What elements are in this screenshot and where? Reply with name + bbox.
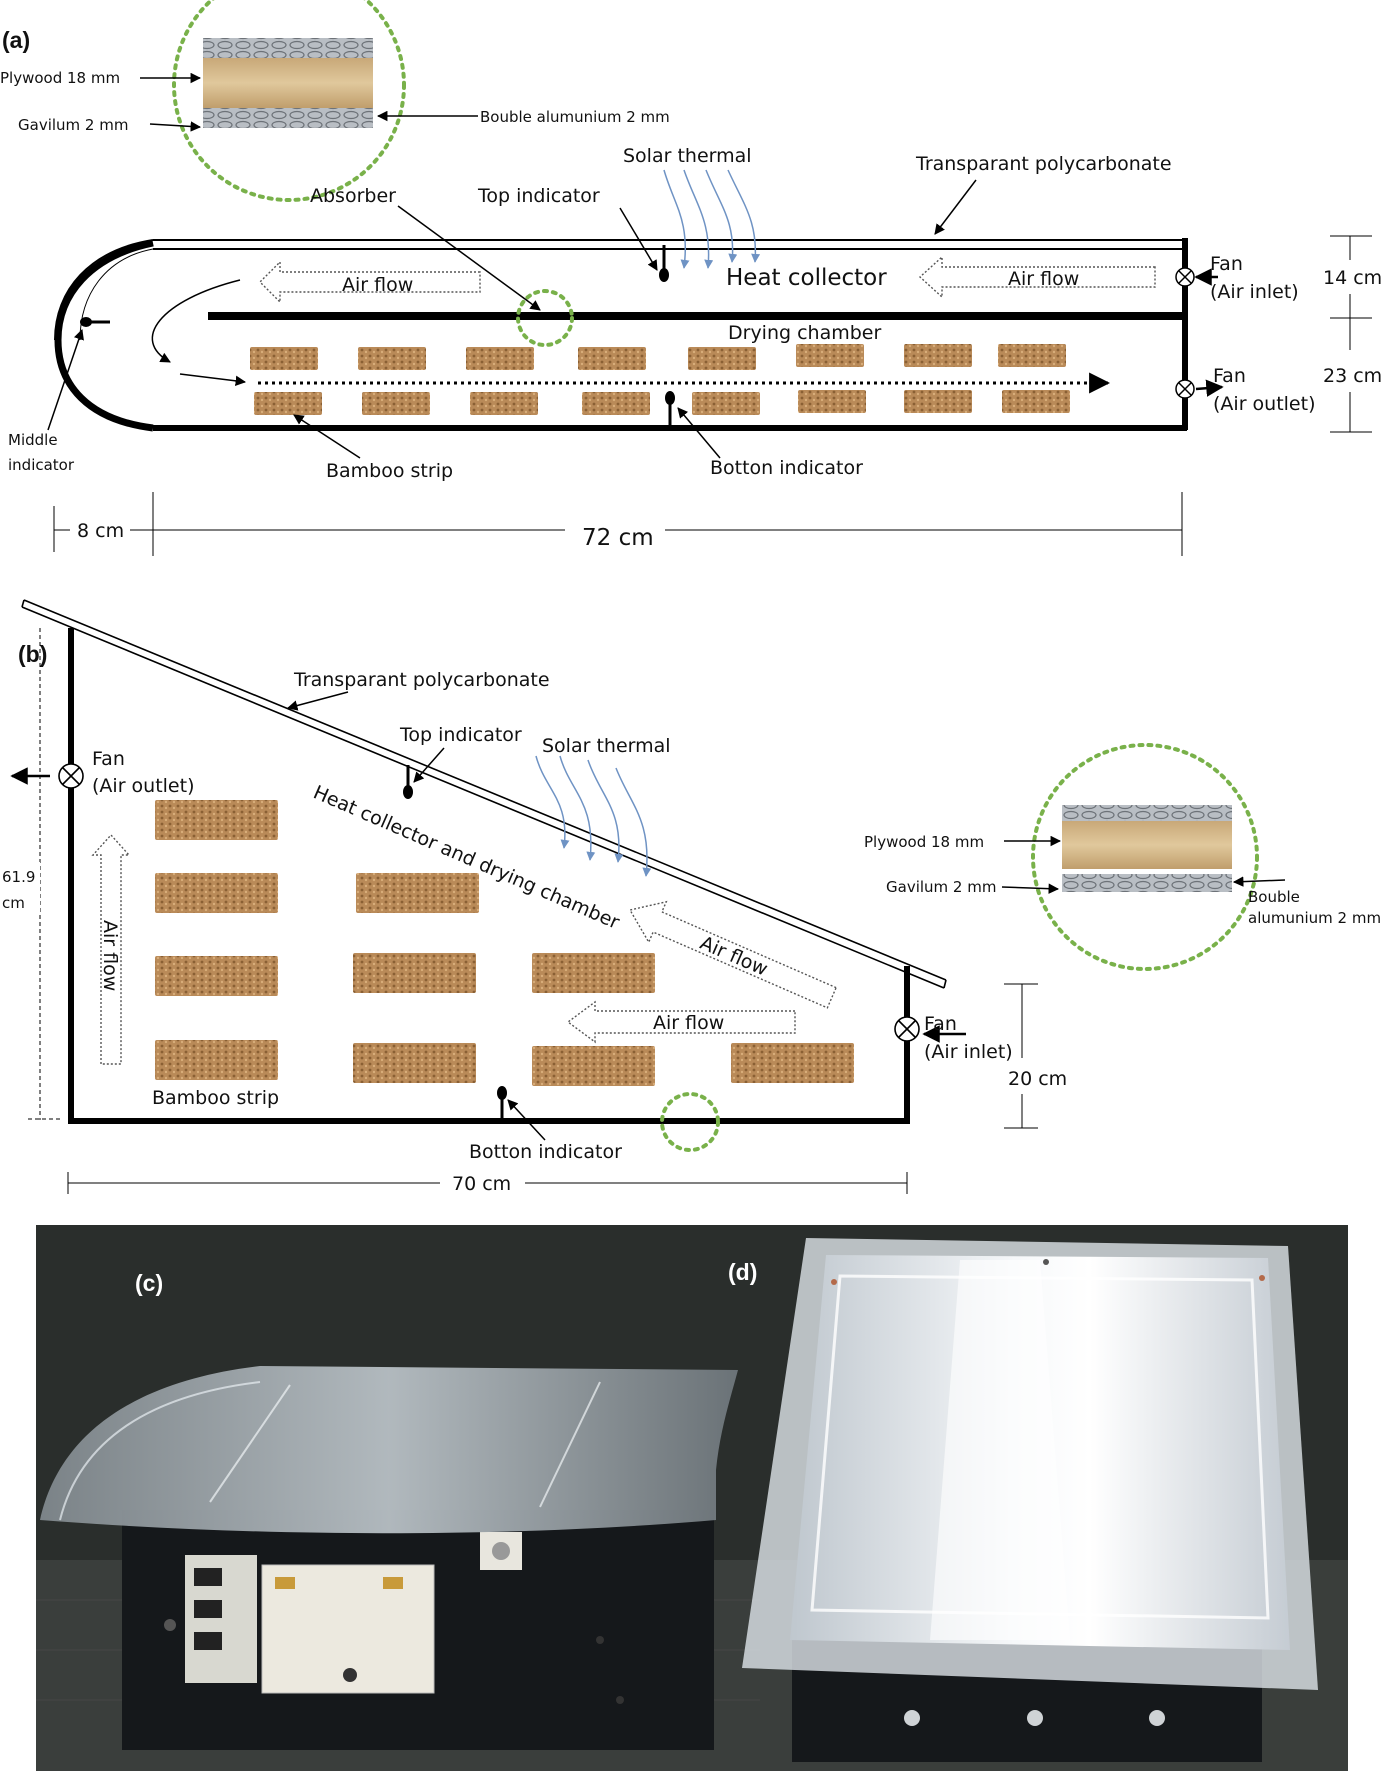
- b-fan-inlet: Fan (Air inlet): [894, 1013, 1013, 1063]
- air-flow-arrow-right: Air flow: [918, 255, 1156, 299]
- panel-b-inset: Plywood 18 mm Gavilum 2 mm Bouble alumun…: [864, 743, 1381, 971]
- b-dim-height-2: cm: [2, 894, 25, 912]
- photo-d-dryer: [742, 1238, 1318, 1762]
- transparent-cover-label: Transparant polycarbonate: [915, 153, 1172, 175]
- top-indicator-sensor: [659, 268, 669, 282]
- b-height-dimension: 61.9 cm: [0, 628, 60, 1120]
- absorber-label: Absorber: [310, 185, 396, 207]
- dim-8cm: 8 cm: [77, 520, 124, 542]
- fan-inlet-label: Fan: [1210, 253, 1243, 275]
- solar-rays: [663, 169, 761, 269]
- middle-indicator-label-2: indicator: [8, 456, 75, 474]
- heat-collector-label: Heat collector: [726, 265, 887, 291]
- b-fan-inlet-sublabel: (Air inlet): [924, 1041, 1013, 1063]
- b-dim-20-label: 20 cm: [1008, 1068, 1067, 1090]
- bottom-indicator-label: Botton indicator: [710, 457, 863, 479]
- inset-top-aluminium: [203, 38, 373, 58]
- inset-gavilum-label: Gavilum 2 mm: [18, 116, 128, 134]
- b-wall-dotted-circle: [660, 1092, 720, 1152]
- inset-plywood: [203, 58, 373, 108]
- air-flow-left-label: Air flow: [342, 274, 413, 296]
- b-air-flow-low-label: Air flow: [653, 1012, 724, 1034]
- b-dim-70: 70 cm: [67, 1172, 908, 1195]
- b-inset-gavilum-label: Gavilum 2 mm: [886, 878, 996, 896]
- b-inset-plywood-label: Plywood 18 mm: [864, 833, 984, 851]
- dim-14cm: 14 cm: [1323, 267, 1382, 289]
- panel-a-bamboo-bottom-row: [254, 390, 1070, 415]
- dim-23cm: 23 cm: [1323, 365, 1382, 387]
- b-top-indicator-sensor: [403, 785, 413, 799]
- b-bottom-indicator-label: Botton indicator: [469, 1141, 622, 1163]
- panel-b-letter: (b): [18, 641, 47, 667]
- b-bottom-indicator-sensor: [497, 1086, 507, 1100]
- panel-a-letter: (a): [2, 27, 30, 53]
- air-flow-right-label: Air flow: [1008, 268, 1079, 290]
- fan-inlet-sublabel: (Air inlet): [1210, 281, 1299, 303]
- b-fan-inlet-label: Fan: [924, 1013, 957, 1035]
- b-solar-rays: [535, 755, 652, 877]
- panel-a-fan-inlet: Fan (Air inlet): [1175, 253, 1299, 303]
- panel-a-fan-outlet: Fan (Air outlet): [1175, 365, 1316, 415]
- b-solar-thermal-label: Solar thermal: [542, 735, 671, 757]
- photo-c-dryer: [40, 1366, 738, 1750]
- top-indicator-label: Top indicator: [477, 185, 600, 207]
- b-dim-70-label: 70 cm: [452, 1173, 511, 1195]
- inset-plywood-label: Plywood 18 mm: [0, 69, 120, 87]
- b-dim-20: 20 cm: [1004, 983, 1067, 1129]
- b-air-flow-diagonal-label: Air flow: [697, 932, 771, 981]
- photo-panel: (c) (d): [36, 1225, 1348, 1771]
- b-fan-outlet: Fan (Air outlet): [10, 748, 195, 797]
- b-inset-bouble-label-2: alumunium 2 mm: [1248, 909, 1381, 927]
- panel-a: (a) Plywood 18 mm Gavilum 2 mm Bouble al…: [0, 0, 1382, 556]
- panel-a-inset: Plywood 18 mm Gavilum 2 mm Bouble alumun…: [0, 0, 670, 202]
- b-fan-outlet-label: Fan: [92, 748, 125, 770]
- inset-bouble-label: Bouble alumunium 2 mm: [480, 108, 670, 126]
- b-dim-height-1: 61.9: [2, 868, 35, 886]
- b-air-flow-vertical-label: Air flow: [99, 920, 121, 991]
- panel-b: (b) Transparant polycarbonate Top indica…: [0, 599, 1381, 1195]
- inset-dotted-circle: [172, 0, 406, 202]
- bamboo-strip-label: Bamboo strip: [326, 460, 453, 482]
- air-flow-arrow-left: Air flow: [259, 260, 481, 304]
- b-transparent-label: Transparant polycarbonate: [293, 669, 550, 691]
- b-fan-outlet-sublabel: (Air outlet): [92, 775, 195, 797]
- fan-outlet-label: Fan: [1213, 365, 1246, 387]
- b-air-flow-low: Air flow: [566, 1000, 796, 1044]
- panel-a-bamboo-top-row: [250, 344, 1066, 370]
- dim-72cm: 72 cm: [582, 525, 654, 551]
- inset-bottom-gavilum: [203, 108, 373, 128]
- middle-indicator-label-1: Middle: [8, 431, 58, 449]
- fan-outlet-sublabel: (Air outlet): [1213, 393, 1316, 415]
- drying-chamber-label: Drying chamber: [728, 322, 881, 344]
- b-inset-bouble-label-1: Bouble: [1248, 888, 1300, 906]
- b-top-indicator-label: Top indicator: [399, 724, 522, 746]
- photo-c-letter: (c): [135, 1270, 163, 1296]
- bottom-indicator-sensor: [665, 391, 675, 405]
- b-bamboo-strip-label: Bamboo strip: [152, 1087, 279, 1109]
- absorber-dotted-circle: [516, 289, 574, 347]
- photo-d-letter: (d): [728, 1259, 757, 1285]
- b-bamboo-strips: [155, 800, 854, 1086]
- panel-a-dimensions: 14 cm 23 cm 8 cm 72 cm: [53, 235, 1382, 556]
- solar-thermal-label: Solar thermal: [623, 145, 752, 167]
- b-air-flow-vertical: Air flow: [91, 833, 131, 1065]
